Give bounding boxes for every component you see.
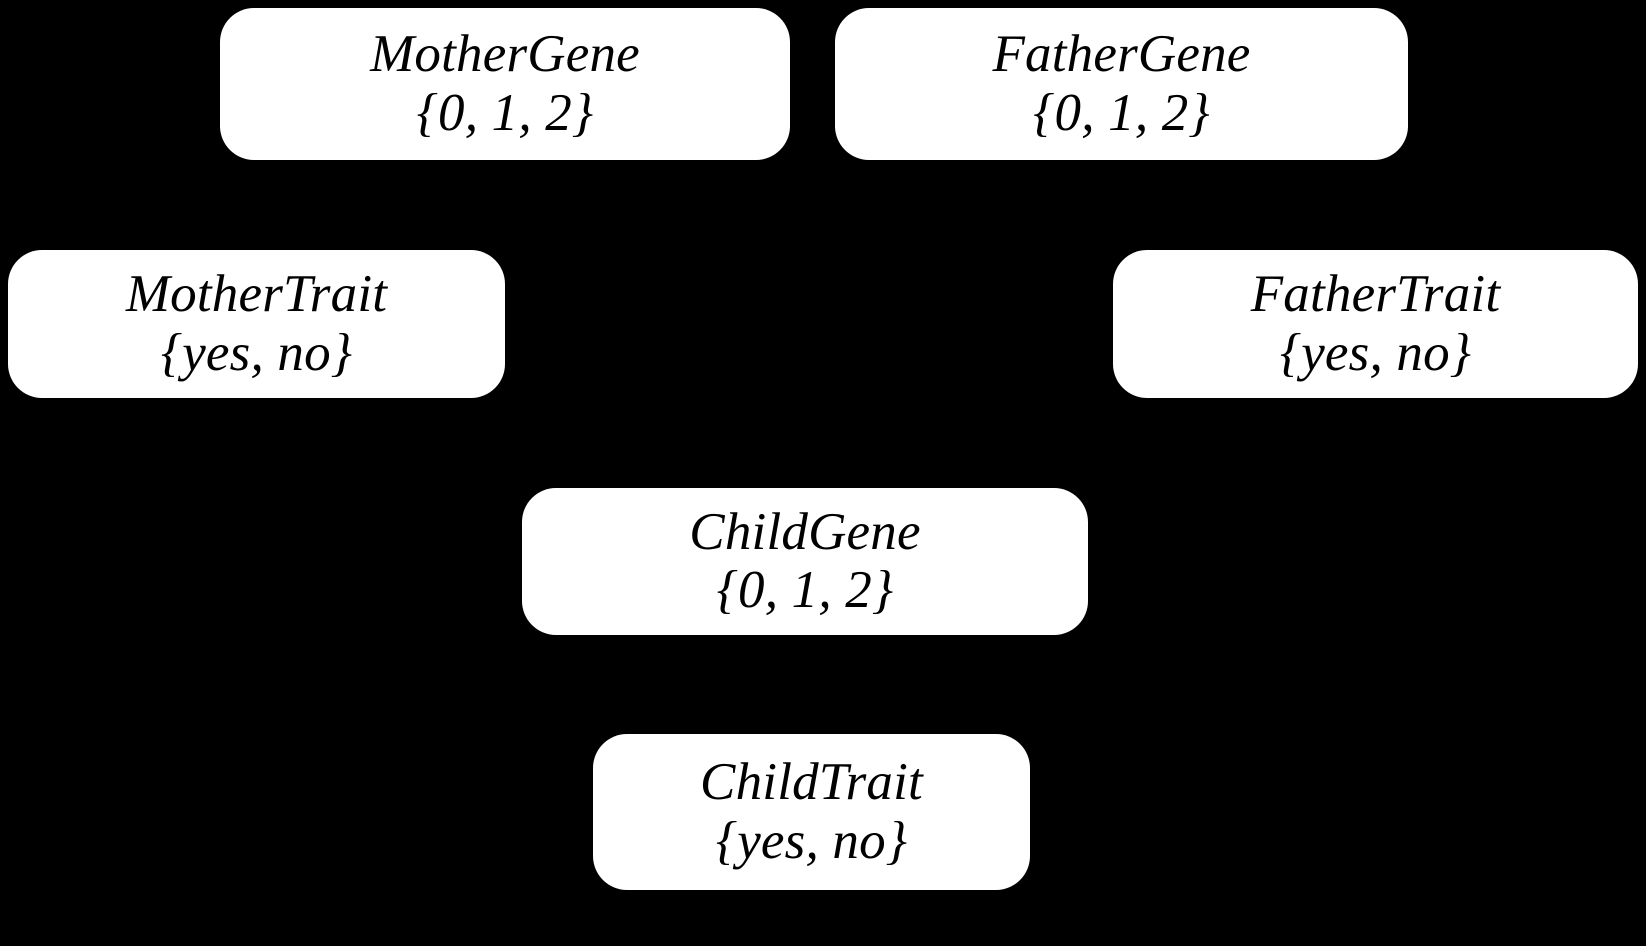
edge-father-gene-to-child-gene [802,159,1124,489]
node-mother-trait[interactable]: MotherTrait {yes, no} [8,250,505,398]
node-mother-gene-label: MotherGene [370,25,640,84]
node-father-trait[interactable]: FatherTrait {yes, no} [1113,250,1638,398]
node-child-trait[interactable]: ChildTrait {yes, no} [593,734,1030,890]
node-father-gene-domain: {0, 1, 2} [1033,83,1210,142]
node-father-trait-domain: {yes, no} [1279,323,1472,382]
edge-mother-gene-to-child-gene [502,159,808,489]
node-father-trait-label: FatherTrait [1250,265,1501,324]
node-mother-gene-domain: {0, 1, 2} [416,83,594,142]
node-child-trait-domain: {yes, no} [715,811,908,870]
edge-mother-gene-to-mother-trait [254,159,508,251]
node-child-trait-label: ChildTrait [700,753,923,812]
node-child-gene[interactable]: ChildGene {0, 1, 2} [522,488,1088,635]
node-mother-trait-label: MotherTrait [125,265,388,324]
node-father-gene-label: FatherGene [992,25,1251,84]
node-mother-gene[interactable]: MotherGene {0, 1, 2} [220,8,790,160]
node-child-gene-domain: {0, 1, 2} [716,561,894,619]
node-child-gene-label: ChildGene [689,502,921,561]
node-father-gene[interactable]: FatherGene {0, 1, 2} [835,8,1408,160]
node-mother-trait-domain: {yes, no} [160,323,353,382]
edge-father-gene-to-father-trait [1119,159,1378,251]
edge-child-gene-to-child-trait [802,634,814,735]
